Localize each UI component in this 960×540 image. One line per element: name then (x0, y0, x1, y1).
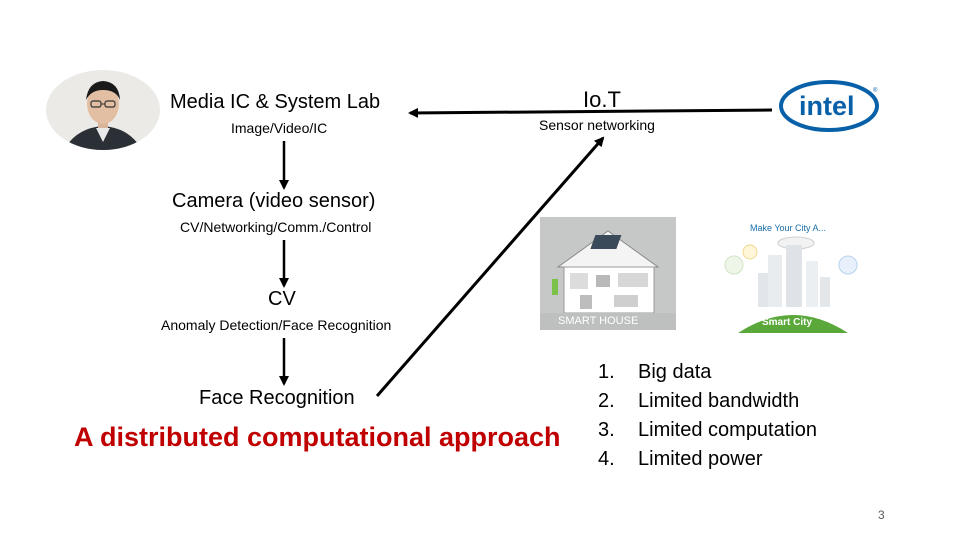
cv-subtitle: Anomaly Detection/Face Recognition (161, 317, 392, 333)
list-item-number: 2. (598, 390, 615, 412)
list-item-number: 4. (598, 448, 615, 470)
list-item: 3. Limited computation (598, 416, 817, 445)
smart-city-image: Make Your City A... Smart City (698, 215, 888, 333)
list-item: 2. Limited bandwidth (598, 387, 817, 416)
svg-text:®: ® (873, 87, 878, 94)
list-item: 1. Big data (598, 358, 817, 387)
list-item-number: 3. (598, 419, 615, 441)
iot-title: Io.T (583, 87, 621, 112)
portrait-photo (46, 70, 160, 150)
face-to-iot-arrow (375, 136, 605, 397)
challenges-list: 1. Big data 2. Limited bandwidth 3. Limited… (598, 358, 817, 474)
list-item-text: Limited power (638, 448, 763, 470)
list-item-number: 1. (598, 361, 615, 383)
list-item-text: Limited bandwidth (638, 390, 800, 412)
smart-city-heading: Make Your City A... (750, 223, 826, 233)
camera-title: Camera (video sensor) (172, 190, 376, 212)
smart-house-caption: SMART HOUSE (558, 315, 638, 327)
list-item: 4. Limited power (598, 445, 817, 474)
list-item-text: Limited computation (638, 419, 817, 441)
iot-subtitle: Sensor networking (539, 117, 655, 133)
lab-title: Media IC & System Lab (170, 91, 381, 113)
camera-subtitle: CV/Networking/Comm./Control (180, 219, 372, 235)
smart-city-caption: Smart City (762, 317, 812, 328)
headline: A distributed computational approach (74, 422, 561, 452)
lab-subtitle: Image/Video/IC (231, 120, 328, 136)
page-number: 3 (878, 508, 885, 522)
list-item-text: Big data (638, 361, 712, 383)
cv-title: CV (268, 288, 296, 310)
intel-logo-text: intel (799, 91, 855, 121)
intel-to-lab-arrow (408, 107, 773, 118)
intel-logo: intel ® (775, 72, 888, 136)
smart-house-image: SMART HOUSE (540, 217, 676, 330)
face-recognition-title: Face Recognition (199, 387, 355, 409)
